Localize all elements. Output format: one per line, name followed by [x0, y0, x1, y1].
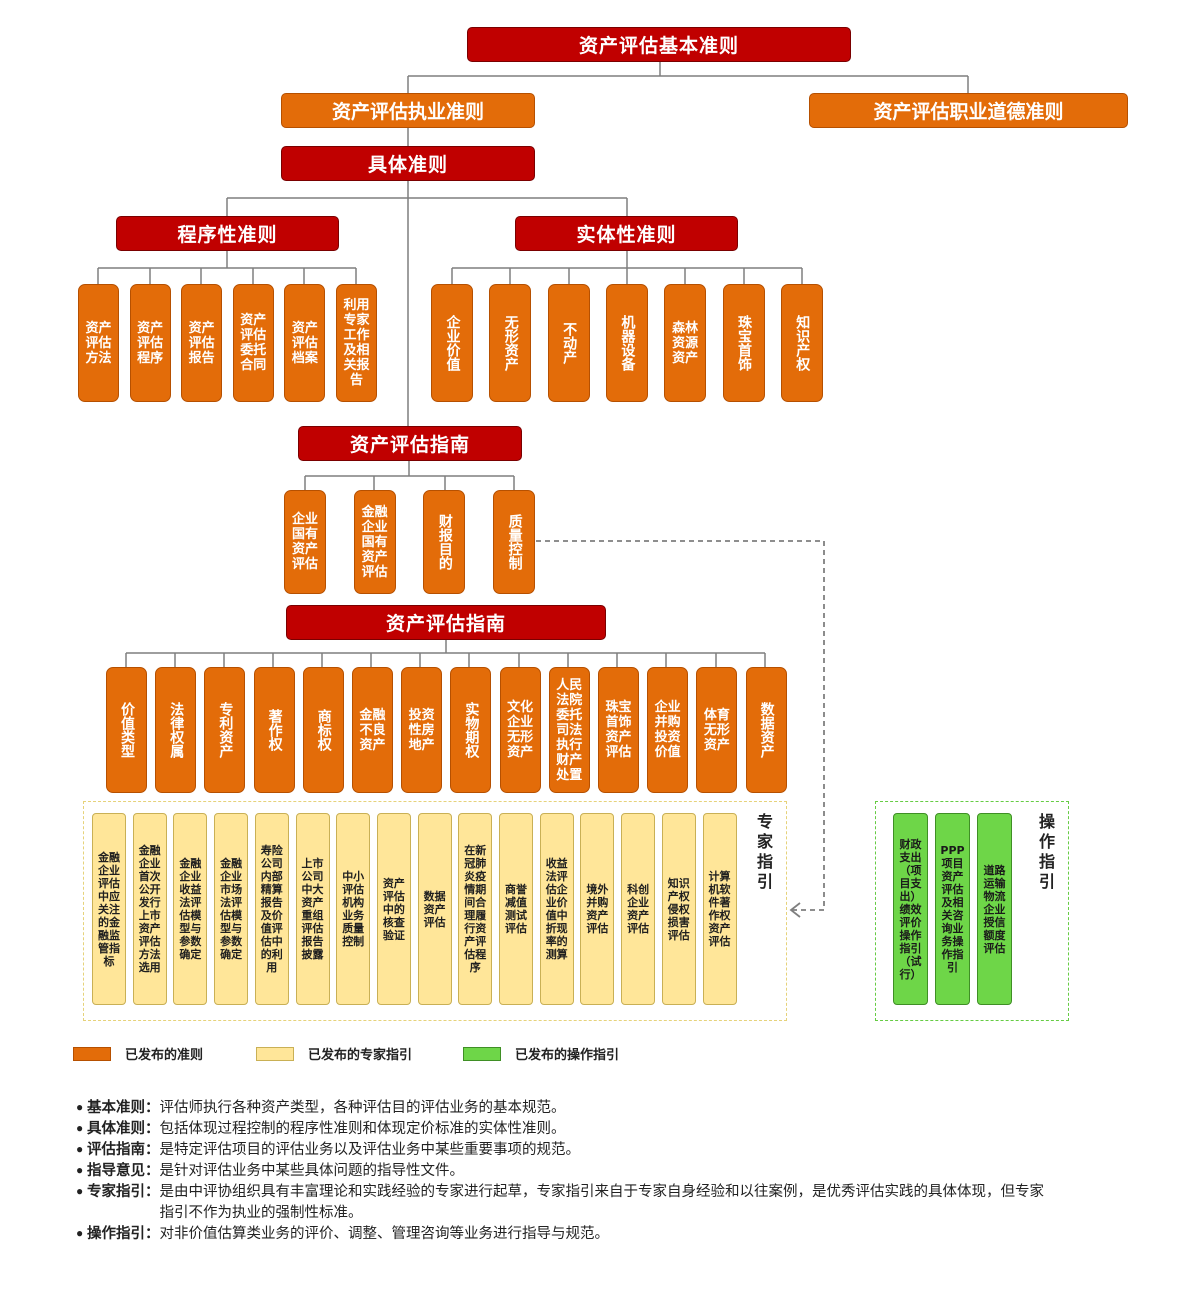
substantive-item-box: 无形资产 [489, 284, 532, 402]
ethics-standard-box: 资产评估职业道德准则 [809, 93, 1128, 128]
substantive-item-box-label: 不动产 [561, 322, 578, 364]
guide1-item-box: 企业国有资产评估 [284, 490, 326, 594]
definitions-list: •基本准则：评估师执行各种资产类型，各种评估目的评估业务的基本规范。 •具体准则… [75, 1098, 1055, 1245]
guide2-item-box: 企业并购投资价值 [647, 667, 689, 793]
legend-item-operation: 已发布的操作指引 [463, 1044, 619, 1063]
guide2-item-box: 投资性房地产 [401, 667, 443, 793]
legend-swatch-yellow [256, 1046, 294, 1061]
procedural-item-box: 资产评估程序 [129, 284, 171, 402]
procedural-item-box: 资产评估报告 [181, 284, 223, 402]
guide2-item-box: 体育无形资产 [696, 667, 738, 793]
expert-guide-box: 在新冠肺炎疫情期间合理履行资产评估程序 [458, 813, 493, 1005]
expert-guide-box: 中小评估机构业务质量控制 [336, 813, 371, 1005]
expert-guide-box: 知识产权侵权损害评估 [661, 813, 696, 1005]
guide1-item-box-label: 质量控制 [506, 514, 523, 570]
guide1-item-box: 质量控制 [493, 490, 536, 594]
definition-item: •专家指引：是由中评协组织具有丰富理论和实践经验的专家进行起草，专家指引来自于专… [75, 1184, 1044, 1221]
procedural-item-box: 资产评估方法 [78, 284, 119, 402]
specific-standard-box: 具体准则 [281, 146, 535, 181]
guide2-item-box-label: 专利资产 [217, 702, 234, 758]
guide1-item-box: 金融企业国有资产评估 [353, 490, 396, 594]
expert-guide-box: 金融企业收益法评估模型与参数确定 [173, 813, 208, 1005]
substantive-item-box-label: 珠宝首饰 [736, 315, 752, 371]
guide2-item-box-label: 著作权 [266, 709, 283, 751]
procedural-standard-box: 程序性准则 [116, 216, 339, 251]
definition-item: •评估指南：是特定评估项目的评估业务以及评估业务中某些重要事项的规范。 [75, 1142, 580, 1159]
operation-guide-box: 道路运输物流企业授信额度评估 [977, 813, 1012, 1005]
guide2-item-box-label: 数据资产 [758, 702, 775, 758]
guide2-item-box-label: 法律权属 [168, 702, 185, 758]
expert-guide-box: 商誉减值测试评估 [499, 813, 533, 1005]
expert-guide-box: 计算机软件著作权资产评估 [702, 813, 737, 1005]
guide2-title-box: 资产评估指南 [286, 605, 606, 640]
operation-guide-box: 财政支出（项目支出）绩效评价操作指引（试行） [893, 813, 928, 1005]
operation-guide-frame [875, 801, 1069, 1021]
substantive-standard-box: 实体性准则 [515, 216, 738, 251]
expert-guide-box: 寿险公司内部精算报告及价值评估中的利用 [254, 813, 289, 1005]
procedural-item-box: 利用专家工作及相关报告 [336, 284, 377, 402]
procedural-item-box: 资产评估委托合同 [232, 284, 274, 402]
definition-item: •操作指引：对非价值估算类业务的评价、调整、管理咨询等业务进行指导与规范。 [75, 1226, 609, 1243]
definition-item: •指导意见：是针对评估业务中某些具体问题的指导性文件。 [75, 1163, 464, 1180]
guide2-item-box: 专利资产 [204, 667, 246, 793]
guide2-item-box-label: 实物期权 [463, 702, 480, 758]
expert-guide-frame [83, 801, 787, 1021]
guide1-item-box: 财报目的 [423, 490, 466, 594]
guide2-item-box: 数据资产 [745, 667, 787, 793]
guide2-item-box: 价值类型 [106, 667, 147, 793]
definition-item: •具体准则：包括体现过程控制的程序性准则和体现定价标准的实体性准则。 [75, 1121, 566, 1138]
procedural-item-box: 资产评估档案 [284, 284, 326, 402]
substantive-item-box: 森林资源资产 [664, 284, 707, 402]
guide1-title-box: 资产评估指南 [298, 426, 522, 461]
guide2-item-box-label: 商标权 [315, 709, 332, 751]
substantive-item-box-label: 企业价值 [444, 315, 461, 371]
guide2-item-box: 文化企业无形资产 [499, 667, 541, 793]
substantive-item-box-label: 知识产权 [794, 315, 811, 371]
substantive-item-box: 不动产 [547, 284, 590, 402]
guide2-item-box: 金融不良资产 [352, 667, 393, 793]
operation-guide-label: 操作指引 [1038, 812, 1055, 891]
expert-guide-box: 金融企业评估中应关注的金融监管指标 [92, 813, 126, 1005]
legend-item-standard: 已发布的准则 [73, 1044, 203, 1063]
expert-guide-box: 金融企业市场法评估模型与参数确定 [214, 813, 249, 1005]
expert-guide-box: 境外并购资产评估 [580, 813, 615, 1005]
legend-swatch-green [463, 1046, 501, 1061]
practice-standard-box: 资产评估执业准则 [281, 93, 535, 128]
substantive-item-box: 珠宝首饰 [722, 284, 765, 402]
root-standard-box: 资产评估基本准则 [467, 27, 851, 62]
substantive-item-box: 机器设备 [605, 284, 648, 402]
expert-guide-box: 金融企业首次公开发行上市资产评估方法选用 [132, 813, 167, 1005]
operation-guide-box: PPP项目资产评估及相关咨询业务操作指引 [935, 813, 970, 1005]
expert-guide-box: 数据资产评估 [417, 813, 452, 1005]
guide2-item-box-label: 价值类型 [119, 702, 135, 758]
guide2-item-box: 商标权 [302, 667, 344, 793]
guide2-item-box: 人民法院委托司法执行财产处置 [548, 667, 590, 793]
expert-guide-box: 资产评估中的核查验证 [376, 813, 411, 1005]
substantive-item-box: 知识产权 [780, 284, 823, 402]
guide2-item-box: 实物期权 [450, 667, 492, 793]
expert-guide-box: 收益法评估企业价值中折现率的测算 [539, 813, 574, 1005]
guide1-item-box-label: 财报目的 [436, 514, 453, 570]
legend-item-expert: 已发布的专家指引 [256, 1044, 412, 1063]
guide2-item-box: 法律权属 [155, 667, 197, 793]
substantive-item-box-label: 无形资产 [502, 315, 519, 371]
guide2-item-box: 著作权 [253, 667, 295, 793]
expert-guide-box: 科创企业资产评估 [621, 813, 656, 1005]
legend-swatch-orange [73, 1046, 111, 1061]
guide2-item-box: 珠宝首饰资产评估 [598, 667, 639, 793]
expert-guide-label: 专家指引 [756, 812, 773, 891]
substantive-item-box: 企业价值 [431, 284, 473, 402]
substantive-item-box-label: 机器设备 [619, 315, 636, 371]
expert-guide-box: 上市公司中大资产重组评估报告披露 [295, 813, 330, 1005]
definition-item: •基本准则：评估师执行各种资产类型，各种评估目的评估业务的基本规范。 [75, 1100, 566, 1117]
